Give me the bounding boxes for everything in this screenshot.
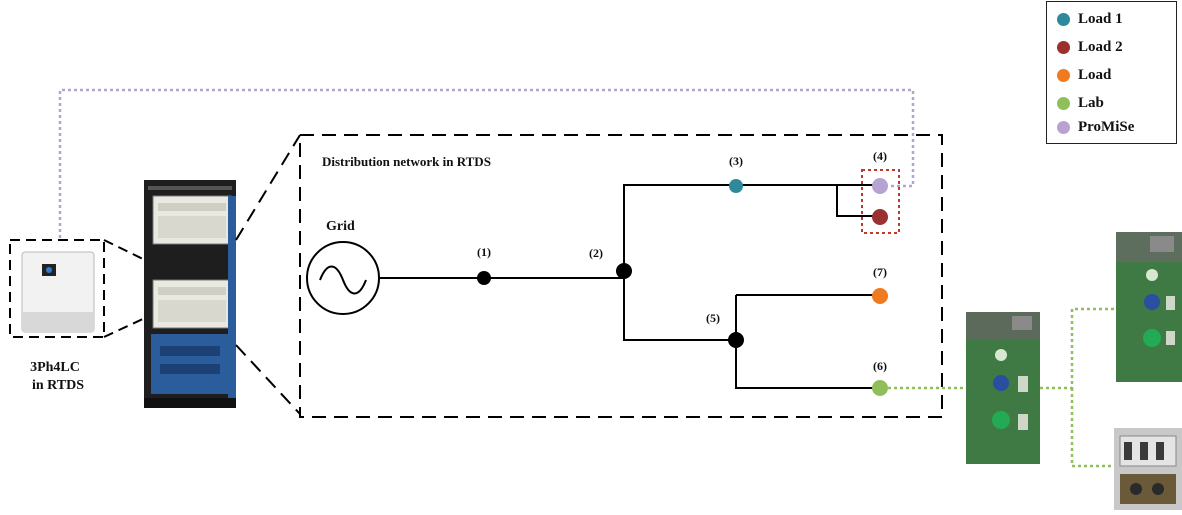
legend-label: ProMiSe (1078, 119, 1134, 136)
lab-link-branch-2 (1072, 388, 1114, 466)
node-4-label: (4) (873, 149, 887, 163)
node-3 (729, 179, 743, 193)
node-4-load2 (872, 209, 888, 225)
node-5 (728, 332, 744, 348)
device-label-line1: 3Ph4LC (30, 360, 80, 375)
legend-item-load2: Load 2 (1057, 36, 1123, 58)
node-1-label: (1) (477, 245, 491, 259)
load1-dot-icon (1057, 13, 1070, 26)
legend-item-promise: ProMiSe (1057, 116, 1134, 138)
lab-panel-image-right-top (1116, 232, 1182, 382)
node-2 (616, 263, 632, 279)
legend-item-load1: Load 1 (1057, 8, 1123, 30)
node-6-label: (6) (873, 359, 887, 373)
legend-item-lab: Lab (1057, 92, 1104, 114)
node-4-promise (872, 178, 888, 194)
lab-panel-image (966, 312, 1040, 464)
node-1 (477, 271, 491, 285)
inverter-image (22, 252, 94, 332)
lab-dot-icon (1057, 97, 1070, 110)
promise-dot-icon (1057, 121, 1070, 134)
node-7 (872, 288, 888, 304)
node-6 (872, 380, 888, 396)
network-lines (379, 185, 880, 388)
device-label-line2: in RTDS (32, 378, 84, 393)
lab-equipment-image (1114, 428, 1182, 510)
network-title: Distribution network in RTDS (322, 154, 491, 169)
node-2-label: (2) (589, 246, 603, 260)
legend: Load 1 Load 2 Load Lab ProMiSe (1046, 1, 1177, 144)
rtds-cabinet-image (144, 180, 236, 408)
grid-label: Grid (326, 219, 355, 234)
load2-dot-icon (1057, 41, 1070, 54)
lab-link-branch (1040, 309, 1116, 388)
load-dot-icon (1057, 69, 1070, 82)
node-3-label: (3) (729, 154, 743, 168)
legend-label: Load 2 (1078, 39, 1123, 56)
legend-label: Load 1 (1078, 11, 1123, 28)
legend-label: Load (1078, 67, 1111, 84)
legend-item-load: Load (1057, 64, 1111, 86)
node-5-label: (5) (706, 311, 720, 325)
node-7-label: (7) (873, 265, 887, 279)
legend-label: Lab (1078, 95, 1104, 112)
